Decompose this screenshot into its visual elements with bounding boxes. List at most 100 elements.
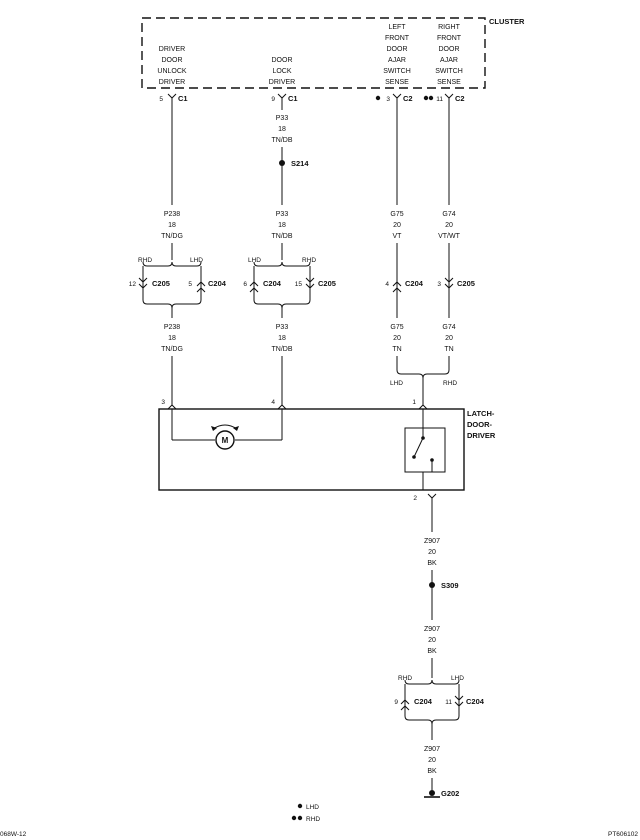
svg-text:P33: P33 (276, 211, 289, 218)
splice-s309-dot (429, 582, 435, 588)
cluster-pin-label-4: RIGHT FRONT DOOR AJAR SWITCH SENSE (435, 24, 463, 86)
svg-text:9: 9 (394, 699, 398, 706)
svg-text:LEFT: LEFT (388, 24, 406, 31)
legend-rhd: RHD (306, 816, 320, 823)
svg-text:SWITCH: SWITCH (383, 68, 411, 75)
svg-text:C204: C204 (208, 279, 227, 288)
svg-text:TN/DB: TN/DB (272, 233, 293, 240)
svg-text:9: 9 (271, 96, 275, 103)
svg-text:18: 18 (278, 335, 286, 342)
svg-text:FRONT: FRONT (385, 35, 410, 42)
svg-text:P238: P238 (164, 324, 180, 331)
svg-text:11: 11 (445, 699, 452, 706)
svg-text:DOOR: DOOR (439, 46, 460, 53)
instrument-cluster: CLUSTER DRIVER DOOR UNLOCK DRIVER DOOR L… (141, 17, 525, 89)
svg-text:DRIVER: DRIVER (269, 79, 295, 86)
switch-blade-icon (413, 437, 424, 458)
latch-outline (158, 408, 465, 491)
svg-text:18: 18 (278, 222, 286, 229)
svg-text:BK: BK (427, 768, 437, 775)
svg-text:6: 6 (243, 281, 247, 288)
svg-text:UNLOCK: UNLOCK (157, 68, 187, 75)
svg-text:C204: C204 (414, 697, 433, 706)
ground-circuit: 2 Z907 20 BK S309 Z907 20 BK RHD LHD 9 C… (394, 493, 485, 798)
splice-s214-label: S214 (291, 159, 309, 168)
svg-text:TN: TN (392, 346, 401, 353)
svg-text:TN/DB: TN/DB (272, 137, 293, 144)
svg-text:RHD: RHD (302, 257, 316, 264)
svg-text:Z907: Z907 (424, 626, 440, 633)
svg-text:C1: C1 (288, 94, 298, 103)
svg-text:20: 20 (393, 335, 401, 342)
svg-text:TN/DB: TN/DB (272, 346, 293, 353)
latch-pin-2: 2 (413, 495, 417, 502)
svg-text:G75: G75 (390, 324, 403, 331)
svg-text:TN/DG: TN/DG (161, 346, 183, 353)
svg-text:15: 15 (295, 281, 303, 288)
svg-text:20: 20 (428, 637, 436, 644)
svg-text:Z907: Z907 (424, 746, 440, 753)
wire-g75: G75 20 VT 4 C204 G75 20 TN (385, 98, 424, 370)
svg-text:RIGHT: RIGHT (438, 24, 461, 31)
wire-g74: G74 20 VT/WT 3 C205 G74 20 TN LHD RHD (390, 98, 475, 405)
door-ajar-switch (404, 427, 446, 473)
svg-text:C204: C204 (263, 279, 282, 288)
cluster-pin-label-1: DRIVER DOOR UNLOCK DRIVER (157, 46, 187, 86)
cluster-connector-c1-5: 5 C1 (159, 93, 188, 103)
wire-p238: P238 18 TN/DG RHD LHD 12 C205 5 C204 P23… (129, 98, 227, 405)
svg-text:4: 4 (385, 281, 389, 288)
svg-text:20: 20 (445, 335, 453, 342)
svg-text:C205: C205 (457, 279, 475, 288)
svg-text:5: 5 (159, 96, 163, 103)
latch-door-driver: LATCH- DOOR- DRIVER 3 4 1 M (158, 399, 496, 491)
cluster-connector-c2-11: 11 C2 (423, 93, 465, 103)
svg-text:AJAR: AJAR (388, 57, 406, 64)
svg-text:20: 20 (428, 549, 436, 556)
svg-text:P33: P33 (276, 324, 289, 331)
svg-text:RHD: RHD (138, 257, 152, 264)
svg-text:FRONT: FRONT (437, 35, 462, 42)
svg-text:DRIVER: DRIVER (159, 46, 185, 53)
cluster-title: CLUSTER (489, 17, 525, 26)
svg-text:DRIVER: DRIVER (467, 431, 496, 440)
svg-text:VT: VT (393, 233, 403, 240)
svg-text:C2: C2 (403, 94, 413, 103)
svg-text:18: 18 (168, 222, 176, 229)
svg-text:RHD: RHD (398, 675, 412, 682)
svg-text:C2: C2 (455, 94, 465, 103)
svg-text:G75: G75 (390, 211, 403, 218)
motor-icon (215, 430, 235, 450)
svg-text:20: 20 (428, 757, 436, 764)
svg-text:LHD: LHD (451, 675, 464, 682)
svg-text:LATCH-: LATCH- (467, 409, 495, 418)
ground-icon (429, 790, 435, 796)
svg-text:LOCK: LOCK (272, 68, 291, 75)
svg-text:M: M (222, 436, 229, 445)
footer-code-right: PT606102 (608, 831, 638, 838)
cluster-connector-c2-3: 3 C2 (375, 93, 413, 103)
svg-text:TN: TN (444, 346, 453, 353)
svg-text:SENSE: SENSE (385, 79, 409, 86)
svg-text:12: 12 (129, 281, 137, 288)
latch-pin-1: 1 (412, 399, 416, 406)
cluster-connector-c1-9: 9 C1 (271, 93, 298, 103)
svg-text:SWITCH: SWITCH (435, 68, 463, 75)
svg-text:P33: P33 (276, 115, 289, 122)
svg-text:DOOR: DOOR (272, 57, 293, 64)
svg-text:3: 3 (437, 281, 441, 288)
svg-text:G74: G74 (442, 324, 455, 331)
svg-text:C204: C204 (405, 279, 424, 288)
svg-text:C205: C205 (318, 279, 336, 288)
svg-text:C1: C1 (178, 94, 188, 103)
splice-s309-label: S309 (441, 581, 459, 590)
ground-label: G202 (441, 789, 459, 798)
svg-text:LHD: LHD (390, 380, 403, 387)
svg-text:LHD: LHD (248, 257, 261, 264)
svg-text:AJAR: AJAR (440, 57, 458, 64)
svg-text:DOOR: DOOR (162, 57, 183, 64)
svg-text:BK: BK (427, 560, 437, 567)
svg-text:DRIVER: DRIVER (159, 79, 185, 86)
svg-text:TN/DG: TN/DG (161, 233, 183, 240)
svg-text:LHD: LHD (190, 257, 203, 264)
